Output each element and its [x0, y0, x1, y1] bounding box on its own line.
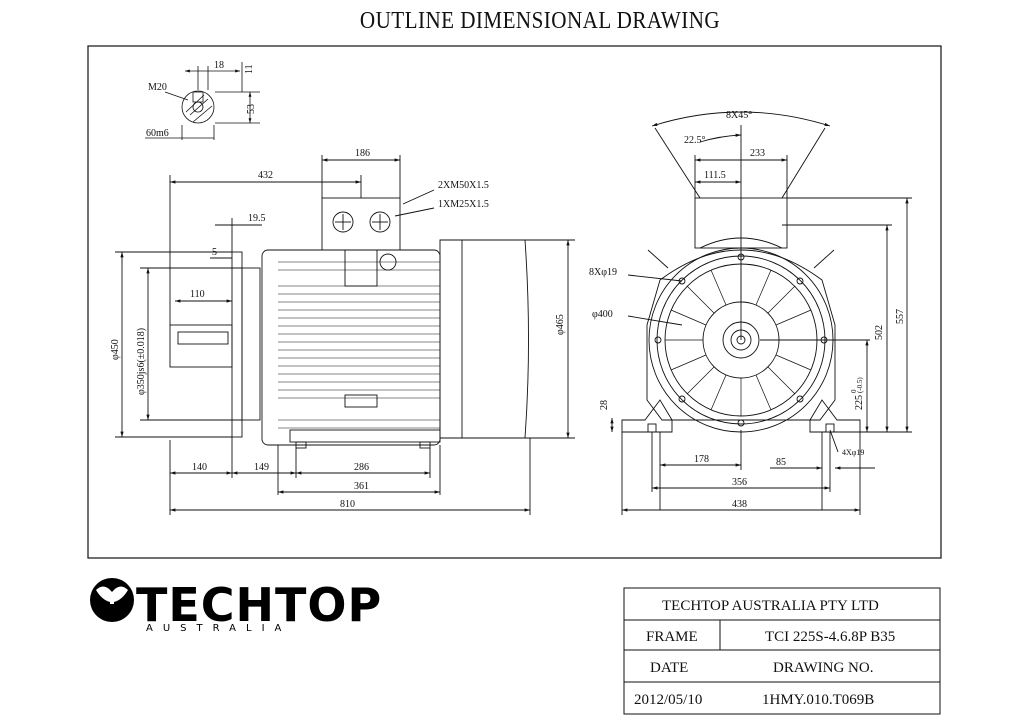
dim-box-half: 111.5	[704, 170, 726, 181]
techtop-logo: TECHTOP AUSTRALIA	[90, 578, 382, 634]
title-block-company: TECHTOP AUSTRALIA PTY LTD	[662, 598, 879, 614]
end-view	[610, 111, 912, 515]
shaft-detail	[145, 62, 260, 140]
logo-name: TECHTOP	[136, 578, 382, 632]
dim-tol-lower: (-0.5)	[856, 377, 864, 393]
tulip-logo-icon	[90, 578, 134, 622]
drawing-title: OUTLINE DIMENSIONAL DRAWING	[359, 8, 721, 34]
dim-shaft-dia: 60m6	[146, 128, 169, 139]
dim-flange-dia: φ450	[110, 339, 121, 360]
dim-foot-spacing-end: 356	[732, 477, 747, 488]
dim-pcd: φ400	[592, 309, 613, 320]
title-block-drawing-label: DRAWING NO.	[773, 660, 873, 676]
dim-5: 5	[212, 247, 217, 258]
dim-body-dia: φ465	[555, 314, 566, 335]
title-block-date-label: DATE	[650, 660, 688, 676]
label-flange-holes: 8Xφ19	[589, 267, 617, 278]
label-cable-2: 1XM25X1.5	[438, 199, 489, 210]
dim-key-width: 18	[214, 60, 224, 71]
dim-foot-length: 361	[354, 481, 369, 492]
dim-shaft-height: 53	[246, 104, 257, 114]
logo-sub: AUSTRALIA	[146, 623, 291, 634]
dim-height-557: 557	[895, 309, 906, 324]
drawing-frame	[87, 45, 942, 559]
title-block-date-value: 2012/05/10	[634, 692, 702, 708]
dim-tol-upper: 0	[850, 389, 858, 393]
dim-foot-width: 85	[776, 457, 786, 468]
dim-shaft-len: 140	[192, 462, 207, 473]
dim-shaft-height-end: 225	[854, 395, 865, 410]
dim-flange-to-foot: 149	[254, 462, 269, 473]
dim-half-spacing: 178	[694, 454, 709, 465]
label-cable-1: 2XM50X1.5	[438, 180, 489, 191]
dim-terminal-box-width: 186	[355, 148, 370, 159]
side-view	[115, 155, 575, 515]
dim-19-5: 19.5	[248, 213, 266, 224]
label-foot-holes: 4Xφ19	[842, 448, 864, 457]
dim-box-width: 233	[750, 148, 765, 159]
dim-spigot-dia: φ350js6(±0.018)	[136, 328, 147, 395]
title-block	[623, 587, 941, 715]
dim-box-offset: 432	[258, 170, 273, 181]
dim-foot-height: 28	[599, 400, 610, 410]
dim-foot-spacing: 286	[354, 462, 369, 473]
dim-key-length: 110	[190, 289, 205, 300]
title-block-frame-label: FRAME	[646, 629, 698, 645]
title-block-drawing-value: 1HMY.010.T069B	[762, 692, 874, 708]
dim-chamfer: 8X45°	[726, 110, 752, 121]
dim-key-depth: 11	[244, 64, 255, 74]
dim-overall-length: 810	[340, 499, 355, 510]
dim-thread: M20	[148, 82, 167, 93]
title-block-frame-value: TCI 225S-4.6.8P B35	[765, 629, 895, 645]
dim-height-502: 502	[874, 325, 885, 340]
dim-angle: 22.5°	[684, 135, 706, 146]
dim-overall-width: 438	[732, 499, 747, 510]
